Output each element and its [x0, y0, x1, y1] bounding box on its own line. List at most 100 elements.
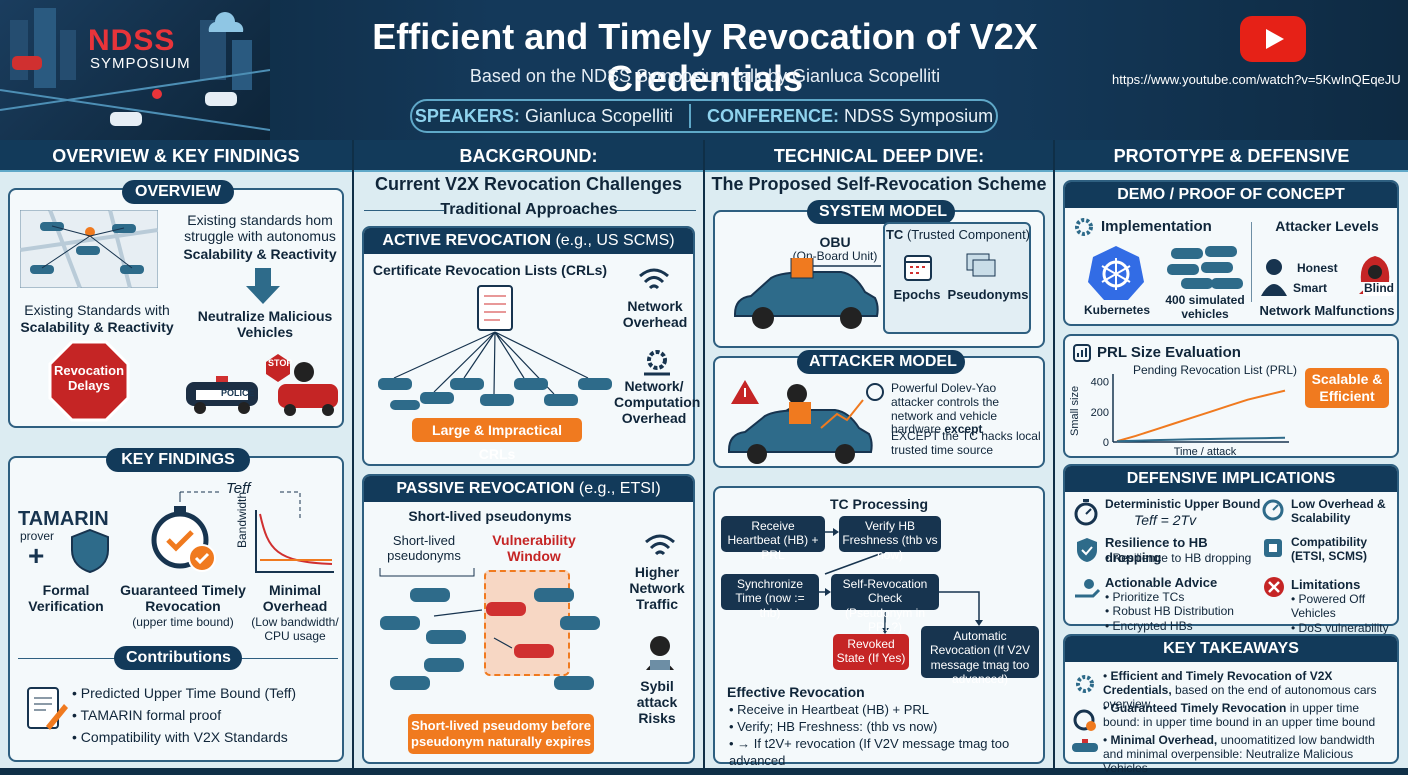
active-revocation-example: (e.g., US SCMS): [555, 232, 675, 249]
contribution-item: Compatibility with V2X Standards: [72, 726, 342, 748]
passive-revocation-example: (e.g., ETSI): [578, 480, 661, 497]
simulated-vehicles-icon: [1167, 246, 1243, 289]
gear-icon: [1075, 218, 1093, 236]
resilience-label: Resilience to HB dropping: [1105, 535, 1208, 565]
smart-label: Smart: [1293, 281, 1328, 295]
revocation-delays-text: Revocation Delays: [53, 363, 125, 393]
chart-y-tick: 400: [1091, 377, 1109, 389]
large-crl-badge: Large & Impractical CRLs: [412, 418, 582, 462]
traditional-approaches: Traditional Approaches: [440, 201, 618, 218]
prover-label: prover: [20, 529, 55, 543]
chart-y-tick: 200: [1091, 407, 1109, 419]
simulated-vehicles-label: 400 simulated vehicles: [1165, 293, 1245, 321]
kubernetes-label: Kubernetes: [1083, 303, 1151, 317]
active-revocation-box: ACTIVE REVOCATION (e.g., US SCMS) Certif…: [362, 226, 701, 466]
column-body-prototype: DEMO / PROOF OF CONCEPT Implementation K…: [1055, 172, 1408, 774]
actionable-advice-list: Prioritize TCs Robust HB Distribution En…: [1105, 590, 1265, 633]
effective-item: Receive in Heartbeat (HB) + PRL: [729, 702, 1045, 719]
scalable-efficient-badge: Scalable & Efficient: [1305, 368, 1389, 408]
limitations-label: Limitations: [1291, 577, 1361, 592]
puzzle-icon: [1264, 539, 1282, 557]
system-model-box: SYSTEM MODEL OBU (On-Board Unit) TC (Tru…: [713, 200, 1045, 348]
flow-step-self-revocation-check: Self-Revocation Check (Pseudonym in PRL?…: [831, 574, 939, 634]
chart-icon: [1073, 344, 1091, 362]
wifi-icon: [639, 268, 669, 290]
plus-icon: +: [28, 540, 45, 571]
effective-revocation-list: Receive in Heartbeat (HB) + PRL Verify; …: [729, 702, 1045, 770]
obu-label: OBU: [819, 234, 851, 250]
column-background: BACKGROUND: Current V2X Revocation Chall…: [354, 140, 703, 768]
flow-step-synchronize-time: Synchronize Time (now := thb): [721, 574, 819, 620]
helping-hand-icon: [1075, 579, 1101, 598]
flow-step-automatic-revocation: Automatic Revocation (If V2V message tma…: [921, 626, 1039, 686]
resilience-detail: • Resilience to HB dropping: [1105, 551, 1252, 565]
conference-info: CONFERENCE: NDSS Symposium: [707, 106, 993, 127]
formal-verification-label: Formal Verification: [28, 582, 104, 615]
takeaway-1-bold: Efficient and Timely Revocation of V2X C…: [1103, 669, 1333, 697]
overview-box: OVERVIEW Existing standards hom struggle…: [8, 180, 344, 428]
effective-revocation-title: Effective Revocation: [727, 684, 865, 700]
pill-divider: [689, 104, 692, 128]
conference-label: CONFERENCE:: [707, 105, 840, 126]
column-overview: OVERVIEW & KEY FINDINGS OVERVIEW Existin…: [0, 140, 352, 768]
technical-subtitle: The Proposed Self-Revocation Scheme: [711, 174, 1047, 194]
header: NDSS SYMPOSIUM Efficient and Timely Revo…: [0, 0, 1408, 140]
honest-label: Honest: [1297, 261, 1338, 275]
tamarin-label: TAMARIN: [18, 508, 109, 530]
active-revocation-bold: ACTIVE REVOCATION: [382, 232, 551, 249]
active-revocation-header: ACTIVE REVOCATION (e.g., US SCMS): [364, 228, 693, 254]
hacker-laptop-icon: [646, 636, 674, 670]
shield-check-icon: [1077, 538, 1097, 562]
gear-hand-icon: [644, 350, 670, 376]
flow-step-verify-freshness: Verify HB Freshness (thb vs now): [839, 516, 941, 562]
police-vehicle-icon: [186, 354, 338, 416]
attacker-except: except: [944, 422, 983, 437]
document-pencil-icon: [27, 687, 68, 730]
tc-processing-title: TC Processing: [829, 496, 929, 512]
prl-evaluation-box: PRL Size Evaluation Pending Revocation L…: [1063, 334, 1399, 458]
video-url[interactable]: https://www.youtube.com/watch?v=5KwInQEq…: [1112, 72, 1401, 87]
logo-city-illustration: [0, 0, 271, 140]
youtube-icon[interactable]: [1240, 16, 1306, 62]
background-subtitle: Current V2X Revocation Challenges: [374, 174, 683, 194]
stop-label: STOP: [268, 358, 293, 368]
obu-sub-label: (On-Board Unit): [792, 249, 878, 263]
implementation-label: Implementation: [1101, 218, 1212, 235]
traditional-line-right: [616, 210, 696, 211]
kubernetes-icon: [1088, 246, 1144, 300]
pseudonym-note-badge: Short-lived pseudomy before pseudonym na…: [408, 714, 594, 754]
chart-x-axis-label: Time / attack: [1173, 446, 1237, 458]
attacker-levels-label: Attacker Levels: [1275, 218, 1379, 234]
effective-item: Verify; HB Freshness: (thb vs now): [729, 719, 1045, 736]
calendar-icon: [904, 255, 932, 281]
low-bandwidth-label: (Low bandwidth/ CPU usage: [251, 615, 339, 643]
page-title: Efficient and Timely Revocation of V2X C…: [372, 16, 1038, 99]
attacker-desc-1: Powerful Dolev-Yao attacker controls the…: [891, 381, 1041, 437]
column-header-prototype: PROTOTYPE & DEFENSIVE IMPLICATIONS: [1055, 140, 1408, 198]
defensive-tag: DEFENSIVE IMPLICATIONS: [1065, 466, 1397, 492]
blind-label: Blind: [1363, 281, 1395, 296]
stopwatch-check-icon: [151, 506, 216, 572]
short-lived-title: Short-lived pseudonyms: [408, 508, 572, 524]
resilience-detail-text: Resilience to HB dropping: [1112, 551, 1252, 565]
chart-y-axis-label: Small size: [1069, 385, 1081, 436]
tc-label: TC: [885, 227, 904, 242]
car-obu-icon: [734, 258, 881, 329]
attacker-model-tag: ATTACKER MODEL: [797, 350, 965, 374]
higher-traffic-label: Higher Network Traffic: [629, 564, 685, 613]
vulnerability-window-label: Vulnerability Window: [492, 532, 576, 565]
network-computation-label: Network/ Computation Overhead: [614, 378, 701, 427]
short-lived-pseudonyms-label: Short-lived pseudonyms: [387, 533, 461, 563]
column-body-technical: The Proposed Self-Revocation Scheme SYST…: [705, 172, 1053, 768]
effective-item: → If t2V+ revocation (If V2V message tma…: [729, 736, 1045, 770]
column-body-background: Current V2X Revocation Challenges Tradit…: [354, 172, 703, 768]
overview-scalability-text: Scalability & Reactivity: [183, 246, 337, 262]
speakers-info: SPEAKERS: Gianluca Scopelliti: [415, 106, 673, 127]
crl-broadcast-icon: [378, 285, 612, 410]
stopwatch-icon: [1074, 499, 1098, 526]
takeaway-3: • Minimal Overhead, unoomatitized low ba…: [1103, 733, 1375, 775]
passive-revocation-header: PASSIVE REVOCATION (e.g., ETSI): [364, 476, 693, 502]
limitation-item: DoS vulnerability: [1291, 621, 1397, 635]
crl-label: Certificate Revocation Lists (CRLs): [372, 262, 608, 278]
